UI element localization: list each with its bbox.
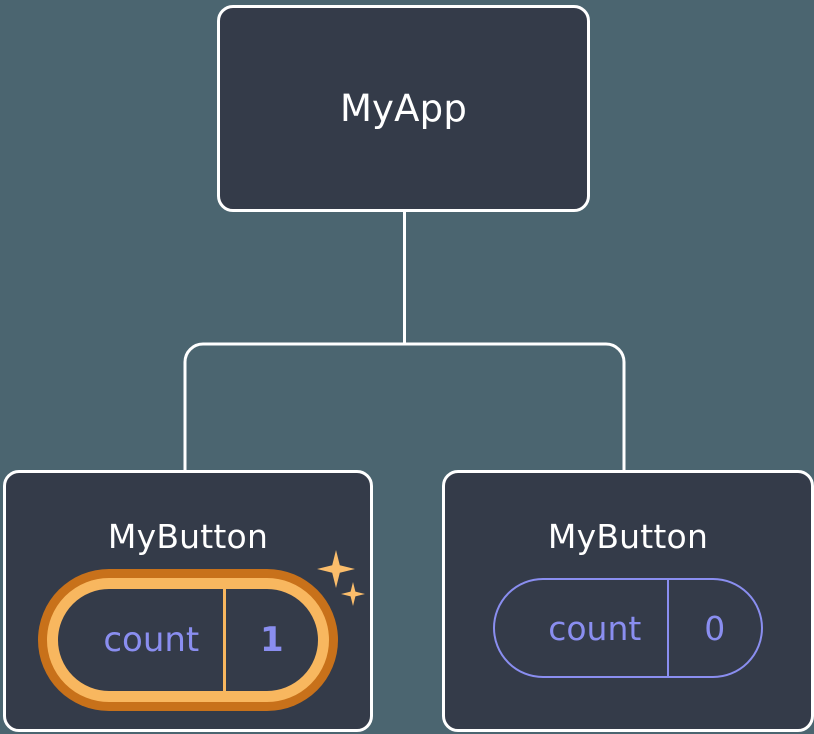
component-node-child-left-label: MyButton xyxy=(107,517,269,556)
component-node-root-label: MyApp xyxy=(339,87,468,130)
state-key-right: count xyxy=(548,608,642,648)
state-badge-plain[interactable]: count 0 xyxy=(493,578,763,678)
state-key-left: count xyxy=(103,620,200,660)
component-node-child-left[interactable]: MyButton count 1 xyxy=(3,470,373,732)
edge-root-to-child-right xyxy=(404,342,626,470)
state-badge-plain-wrap: count 0 xyxy=(493,578,763,678)
state-value-left: 1 xyxy=(222,589,318,691)
component-node-child-right[interactable]: MyButton count 0 xyxy=(442,470,814,732)
component-node-child-right-label: MyButton xyxy=(547,517,709,556)
sparkle-icon-small xyxy=(341,582,365,606)
component-node-root[interactable]: MyApp xyxy=(217,5,590,212)
state-badge-highlighted-wrap: count 1 xyxy=(47,550,365,702)
state-badge-highlighted[interactable]: count 1 xyxy=(47,578,329,702)
sparkle-icon-large xyxy=(317,550,355,588)
state-value-right: 0 xyxy=(666,580,761,676)
edge-root-to-child-left xyxy=(183,342,405,470)
